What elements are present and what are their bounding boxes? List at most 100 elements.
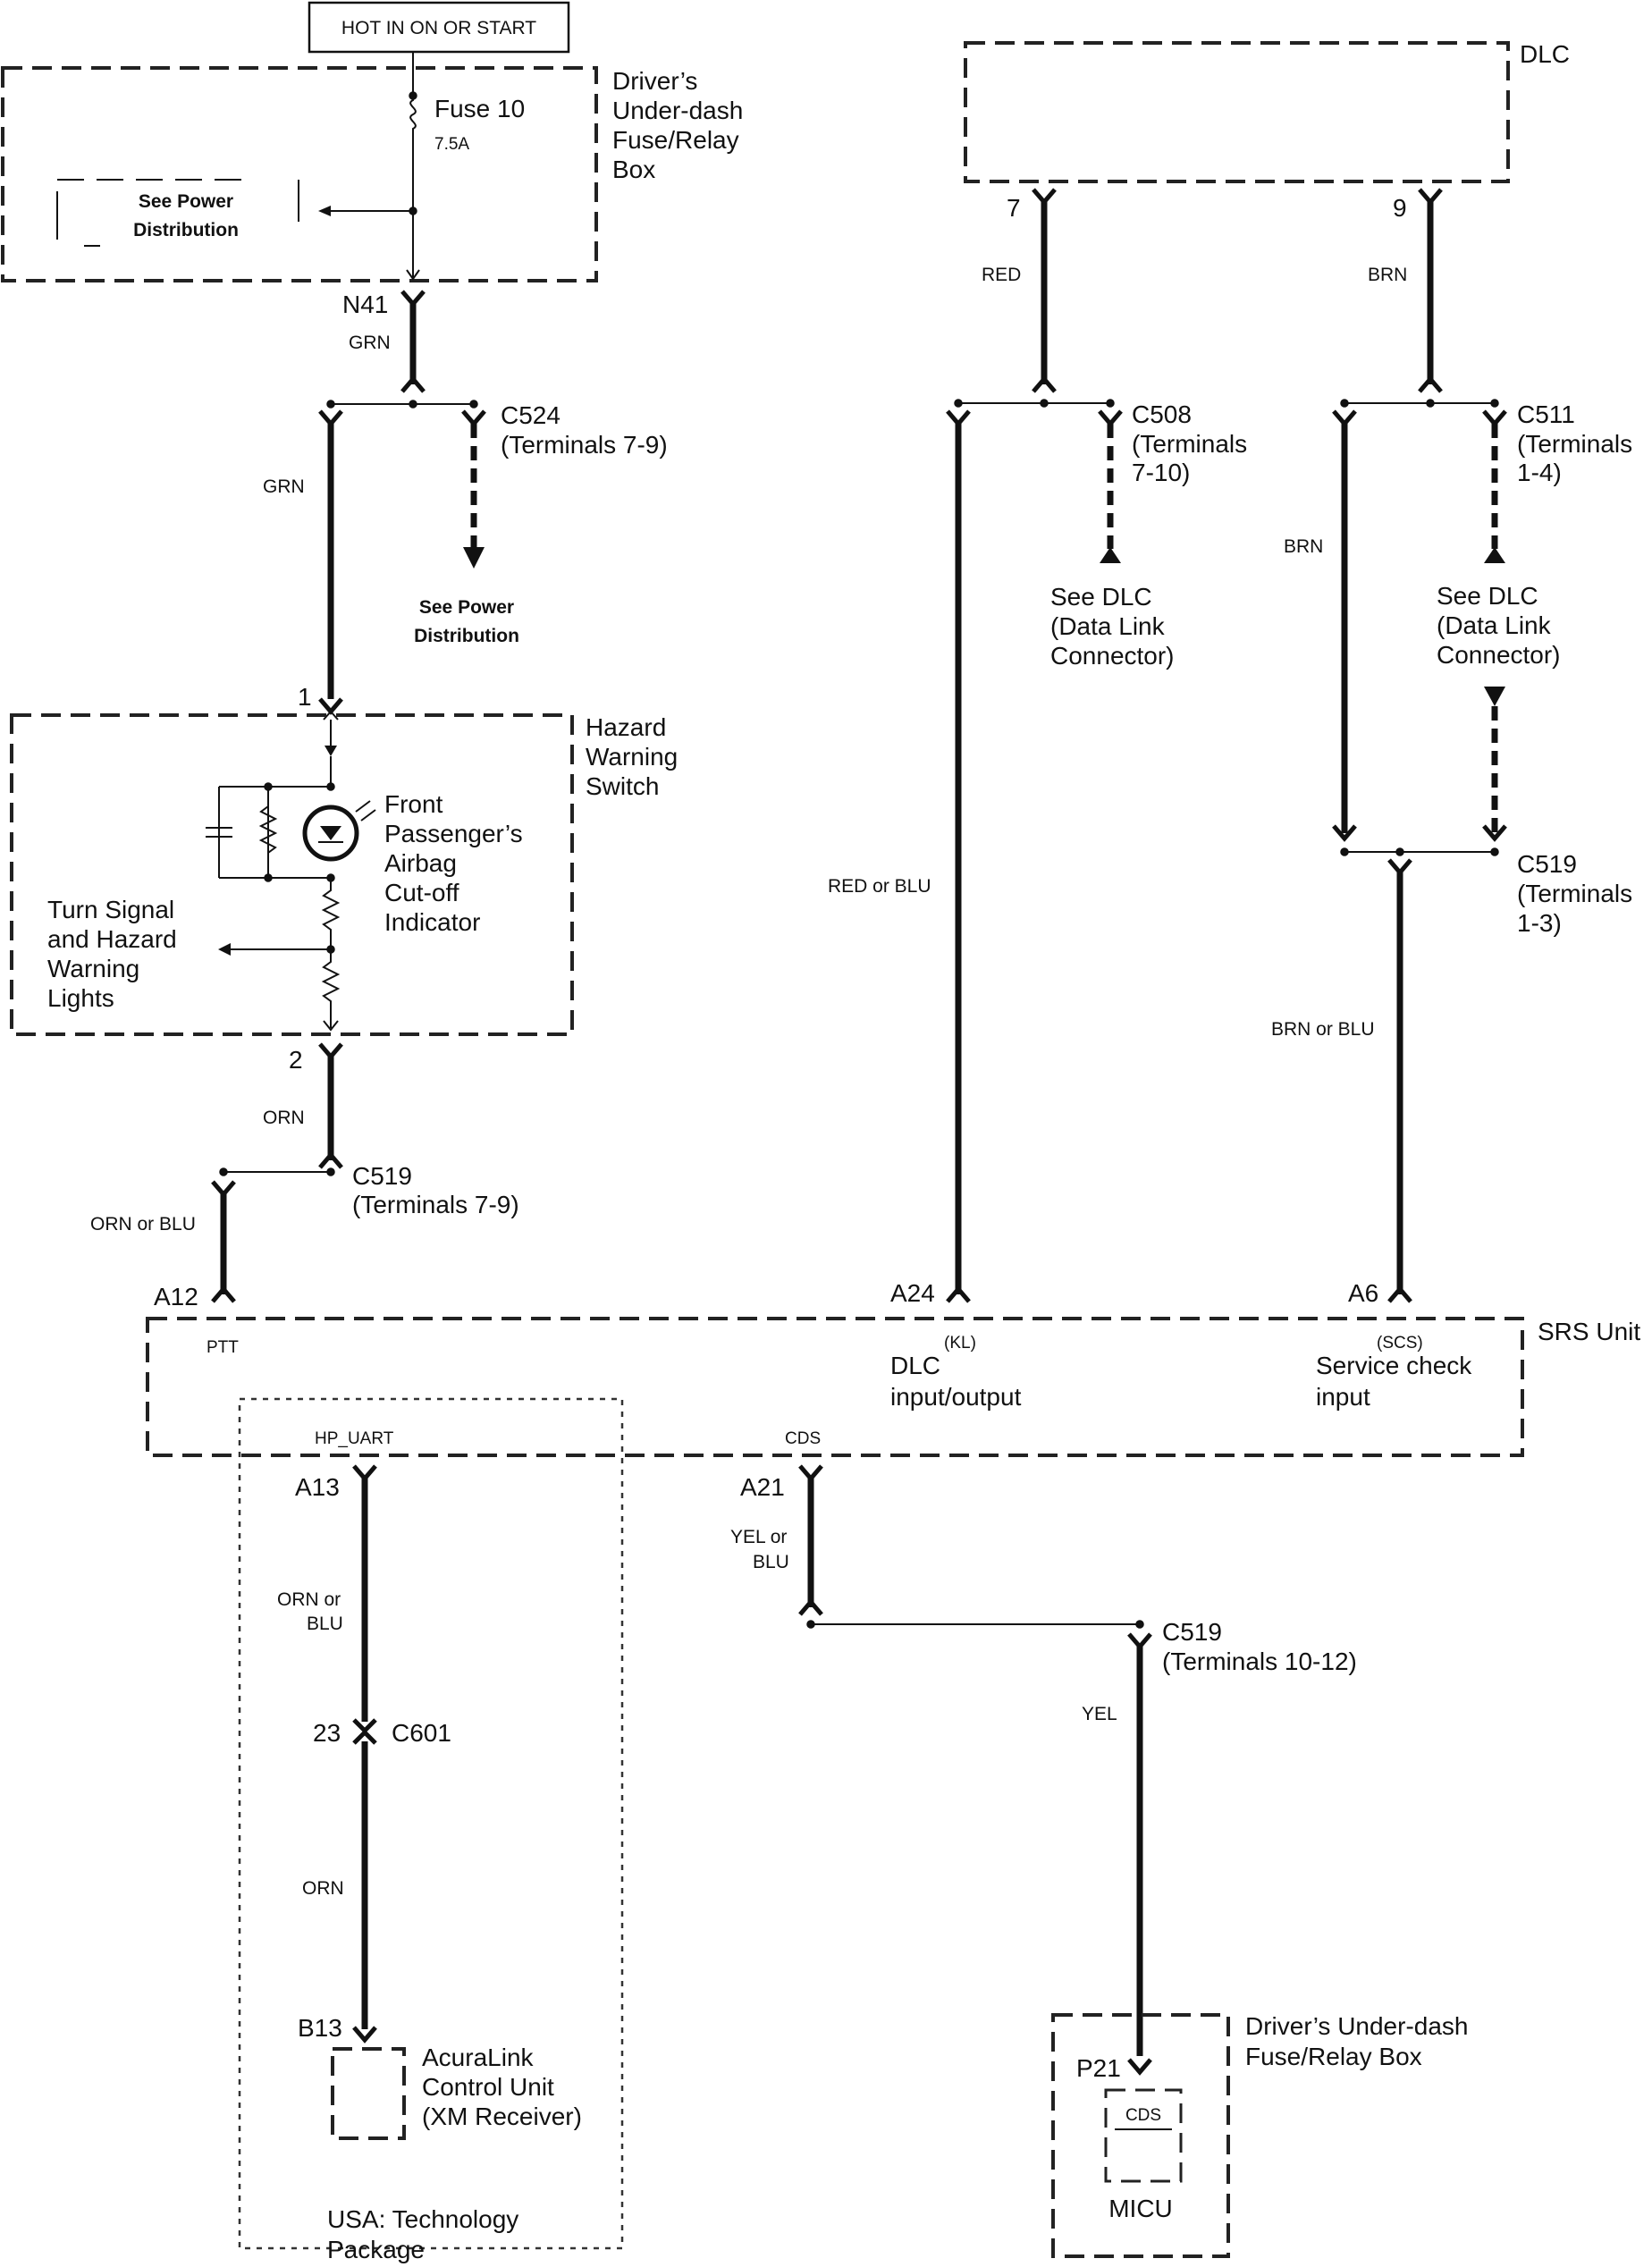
- svg-text:(Terminals 7-9): (Terminals 7-9): [352, 1191, 519, 1218]
- connector-c524: C524: [501, 401, 560, 429]
- svg-text:(XM Receiver): (XM Receiver): [422, 2103, 582, 2130]
- svg-text:input: input: [1316, 1383, 1370, 1411]
- pin-9: 9: [1393, 194, 1407, 222]
- wire-color-grn: GRN: [349, 333, 391, 353]
- svg-text:Airbag: Airbag: [384, 849, 457, 877]
- scs-label: (SCS): [1377, 1334, 1423, 1353]
- underdash-label: Driver’s: [612, 67, 697, 95]
- underdash-bottom-label: Driver’s Under-dash: [1245, 2012, 1469, 2040]
- micu-cds-label: CDS: [1125, 2106, 1161, 2125]
- underdash-fuse-box-bottom: [1051, 2013, 1230, 2258]
- technology-package-box: [238, 1397, 624, 2250]
- pin-a24: A24: [890, 1279, 935, 1307]
- svg-text:(Data Link: (Data Link: [1050, 612, 1166, 640]
- svg-text:Warning: Warning: [47, 955, 139, 982]
- svg-text:Fuse/Relay Box: Fuse/Relay Box: [1245, 2043, 1422, 2070]
- turn-signal-label: Turn Signal: [47, 896, 174, 923]
- fuse-rating: 7.5A: [434, 135, 469, 154]
- wire-color-brn-left: BRN: [1284, 536, 1323, 557]
- indicator-lamp: [302, 805, 359, 862]
- svg-text:(Terminals: (Terminals: [1517, 430, 1632, 458]
- svg-text:Control Unit: Control Unit: [422, 2073, 554, 2101]
- hazard-switch-label: Hazard: [586, 713, 666, 741]
- svg-text:(Terminals 10-12): (Terminals 10-12): [1162, 1648, 1357, 1675]
- pin-2: 2: [289, 1046, 303, 1074]
- see-power-distribution-top: See Power: [139, 191, 233, 212]
- svg-text:and Hazard: and Hazard: [47, 925, 177, 953]
- pin-a6: A6: [1348, 1279, 1378, 1307]
- svg-text:1-4): 1-4): [1517, 459, 1562, 486]
- svg-text:Connector): Connector): [1050, 642, 1175, 670]
- connector-c519-left: C519: [352, 1162, 412, 1190]
- micu-box: [1104, 2088, 1183, 2183]
- pin-ptt: PTT: [206, 1338, 239, 1357]
- wire-color-yel-or-blu: YEL or: [730, 1527, 787, 1547]
- acuralink-label: AcuraLink: [422, 2044, 535, 2071]
- connector-c601: C601: [392, 1719, 451, 1747]
- pin-a13: A13: [295, 1473, 340, 1501]
- pin-23: 23: [313, 1719, 341, 1747]
- pin-b13: B13: [298, 2014, 342, 2042]
- svg-text:Cut-off: Cut-off: [384, 879, 459, 906]
- svg-text:Fuse/Relay: Fuse/Relay: [612, 126, 739, 154]
- see-power-distribution-bottom: See Power: [419, 597, 514, 618]
- svg-text:(Terminals: (Terminals: [1517, 880, 1632, 907]
- svg-text:Distribution: Distribution: [414, 626, 519, 646]
- pin-hp-uart: HP_UART: [315, 1429, 394, 1448]
- svg-text:(Terminals: (Terminals: [1132, 430, 1247, 458]
- underdash-fuse-box-top: [1, 66, 598, 282]
- svg-text:Box: Box: [612, 156, 655, 183]
- wire-color-brn-or-blu: BRN or BLU: [1271, 1019, 1375, 1040]
- pin-p21: P21: [1076, 2054, 1121, 2082]
- dlc-label: DLC: [1520, 40, 1570, 68]
- svg-text:Switch: Switch: [586, 772, 659, 800]
- svg-text:BLU: BLU: [753, 1552, 789, 1572]
- acuralink-control-unit-box: [331, 2047, 406, 2140]
- svg-text:Distribution: Distribution: [133, 220, 239, 240]
- usa-tech-package-label: USA: Technology: [327, 2205, 518, 2233]
- connector-c508: C508: [1132, 400, 1192, 428]
- svg-text:1-3): 1-3): [1517, 909, 1562, 937]
- svg-text:7-10): 7-10): [1132, 459, 1190, 486]
- hazard-warning-switch-box: [10, 713, 574, 1036]
- svg-text:(Terminals 7-9): (Terminals 7-9): [501, 431, 668, 459]
- svg-text:input/output: input/output: [890, 1383, 1022, 1411]
- hot-in-box: [308, 1, 570, 54]
- svg-text:Package: Package: [327, 2236, 425, 2263]
- micu-label: MICU: [1108, 2195, 1173, 2222]
- fuse-symbol: [409, 96, 417, 211]
- wire-color-orn-or-blu: ORN or BLU: [90, 1214, 196, 1235]
- connector-c519-right: C519: [1517, 850, 1577, 878]
- connector-n41: N41: [342, 291, 388, 318]
- pin-1: 1: [298, 683, 312, 711]
- wire-color-orn-b: ORN: [302, 1878, 344, 1899]
- wire-color-yel: YEL: [1082, 1704, 1117, 1724]
- dlc-io-label: DLC: [890, 1352, 940, 1379]
- see-dlc-a: See DLC: [1050, 583, 1152, 611]
- wire-color-orn-or-blu-b: ORN or: [277, 1589, 341, 1610]
- dlc-box: [964, 41, 1510, 183]
- service-check-label: Service check: [1316, 1352, 1472, 1379]
- svg-text:Lights: Lights: [47, 984, 114, 1012]
- srs-unit-label: SRS Unit: [1538, 1318, 1640, 1345]
- svg-text:Indicator: Indicator: [384, 908, 480, 936]
- pin-7: 7: [1007, 194, 1021, 222]
- wire-color-orn: ORN: [263, 1108, 305, 1128]
- connector-c511: C511: [1517, 400, 1575, 428]
- svg-text:Passenger’s: Passenger’s: [384, 820, 523, 847]
- pin-a21: A21: [740, 1473, 785, 1501]
- connector-c519-bottom: C519: [1162, 1618, 1222, 1646]
- see-dlc-b: See DLC: [1437, 582, 1538, 610]
- pin-a12: A12: [154, 1283, 198, 1310]
- svg-text:(Data Link: (Data Link: [1437, 611, 1552, 639]
- srs-unit-box: [146, 1317, 1524, 1457]
- airbag-indicator-label: Front: [384, 790, 443, 818]
- svg-text:Under-dash: Under-dash: [612, 97, 743, 124]
- hot-in-label: HOT IN ON OR START: [341, 18, 536, 38]
- svg-text:BLU: BLU: [307, 1614, 343, 1634]
- wire-color-grn-2: GRN: [263, 476, 305, 497]
- kl-label: (KL): [944, 1334, 976, 1353]
- wire-color-red: RED: [982, 265, 1021, 285]
- wire-color-red-or-blu: RED or BLU: [828, 876, 931, 897]
